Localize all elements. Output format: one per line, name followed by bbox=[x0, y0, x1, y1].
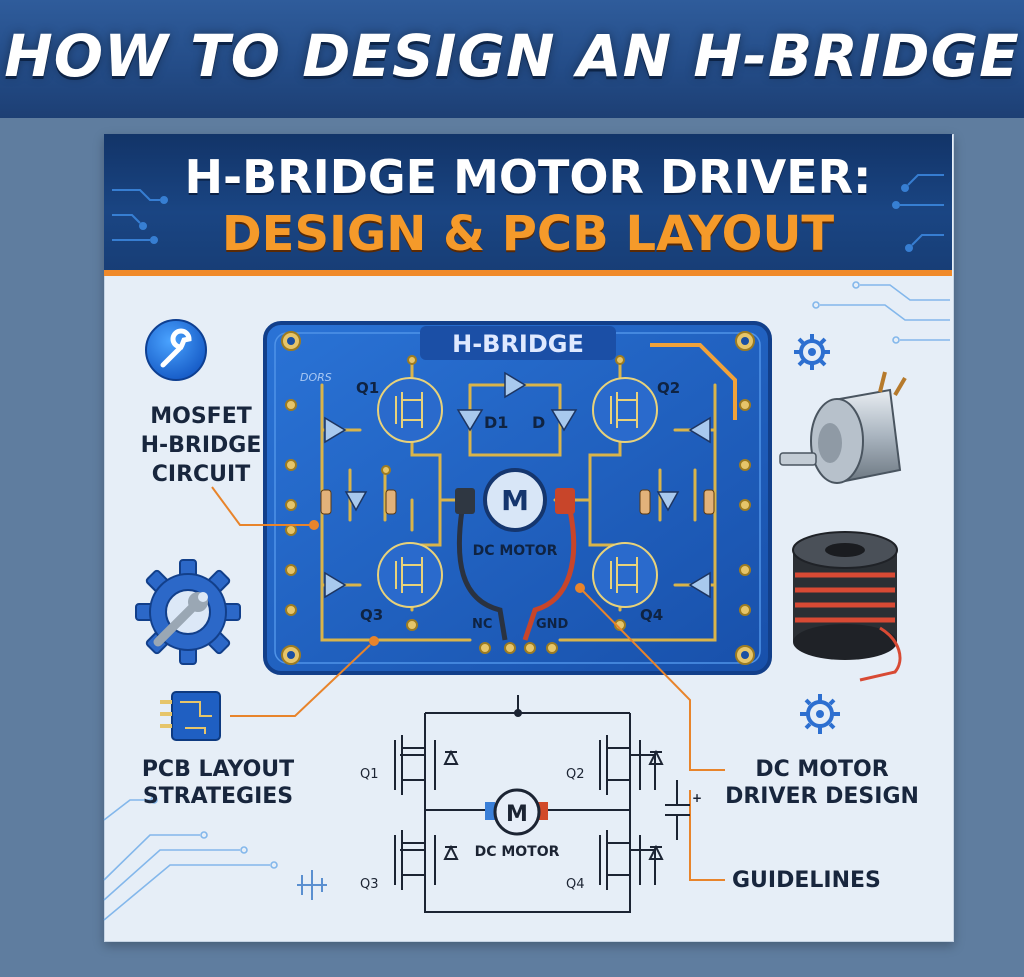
schematic-label-q4: Q4 bbox=[566, 877, 585, 892]
callout-pcb-line1: PCB LAYOUT bbox=[141, 757, 295, 782]
mosfet-q4 bbox=[592, 542, 658, 608]
pcb-label-q2: Q2 bbox=[657, 379, 680, 397]
mosfet-q1 bbox=[377, 377, 443, 443]
card-header bbox=[104, 134, 952, 276]
gear-icon-small bbox=[800, 694, 840, 734]
pcb-motor-symbol bbox=[483, 468, 547, 532]
pcb-chip-icon bbox=[160, 691, 221, 741]
callout-driver-line1: DC MOTOR bbox=[755, 757, 889, 782]
schematic-label-q2: Q2 bbox=[566, 767, 585, 782]
schematic-motor-symbol bbox=[493, 788, 541, 836]
diode-label-d1: D1 bbox=[484, 413, 508, 432]
callout-pcb-line2: STRATEGIES bbox=[142, 784, 294, 809]
wrench-icon bbox=[145, 319, 207, 381]
callout-mosfet-circuit: MOSFET H-BRIDGE CIRCUIT bbox=[126, 402, 276, 489]
mosfet-q3 bbox=[377, 542, 443, 608]
pcb-motor-label: DC MOTOR bbox=[473, 543, 558, 559]
pcb-corner-mark: DORS bbox=[300, 371, 332, 384]
callout-dc-motor-driver: DC MOTOR DRIVER DESIGN bbox=[722, 756, 922, 810]
pcb-pin-gnd: GND bbox=[536, 617, 569, 632]
callout-mosfet-line3: CIRCUIT bbox=[151, 462, 251, 487]
callout-guidelines: GUIDELINES bbox=[732, 868, 881, 893]
mosfet-q2 bbox=[592, 377, 658, 443]
card-heading-line1: H-BRIDGE MOTOR DRIVER: bbox=[184, 150, 872, 204]
callout-mosfet-line1: MOSFET bbox=[150, 404, 252, 429]
callout-driver-line2: DRIVER DESIGN bbox=[725, 784, 919, 809]
header-circuit-traces bbox=[112, 174, 944, 252]
pcb-board: H-BRIDGE DORS bbox=[263, 321, 772, 675]
pcb-label-q3: Q3 bbox=[360, 606, 383, 624]
banner-title: HOW TO DESIGN AN H-BRIDGE bbox=[4, 22, 1020, 90]
callout-pcb-layout: PCB LAYOUT STRATEGIES bbox=[118, 756, 318, 810]
callout-mosfet-line2: H-BRIDGE bbox=[140, 433, 262, 458]
wire-spool-icon bbox=[792, 531, 902, 682]
background-circuit-traces bbox=[103, 281, 950, 921]
diode-label-d: D bbox=[532, 413, 545, 432]
dc-motor-icon bbox=[779, 371, 907, 484]
pcb-label-q4: Q4 bbox=[640, 606, 663, 624]
title-banner: HOW TO DESIGN AN H-BRIDGE bbox=[0, 0, 1024, 118]
pcb-motor-letter: M bbox=[501, 484, 529, 517]
card-heading-line2: DESIGN & PCB LAYOUT bbox=[221, 206, 835, 262]
schematic-label-q3: Q3 bbox=[360, 877, 379, 892]
gear-icon bbox=[794, 334, 830, 370]
pcb-pin-nc: NC bbox=[472, 617, 492, 632]
callout-leaders bbox=[211, 486, 725, 881]
schematic-label-q1: Q1 bbox=[360, 767, 379, 782]
h-bridge-schematic bbox=[394, 695, 690, 913]
schematic-motor-letter: M bbox=[506, 802, 528, 827]
pcb-title: H-BRIDGE bbox=[452, 330, 584, 358]
pcb-label-q1: Q1 bbox=[356, 379, 379, 397]
header-accent-bar bbox=[104, 270, 952, 276]
small-circuit-mark bbox=[297, 870, 327, 900]
capacitor-polarity: + bbox=[692, 791, 702, 805]
gear-wrench-icon bbox=[135, 559, 241, 665]
schematic-motor-label: DC MOTOR bbox=[475, 844, 560, 860]
